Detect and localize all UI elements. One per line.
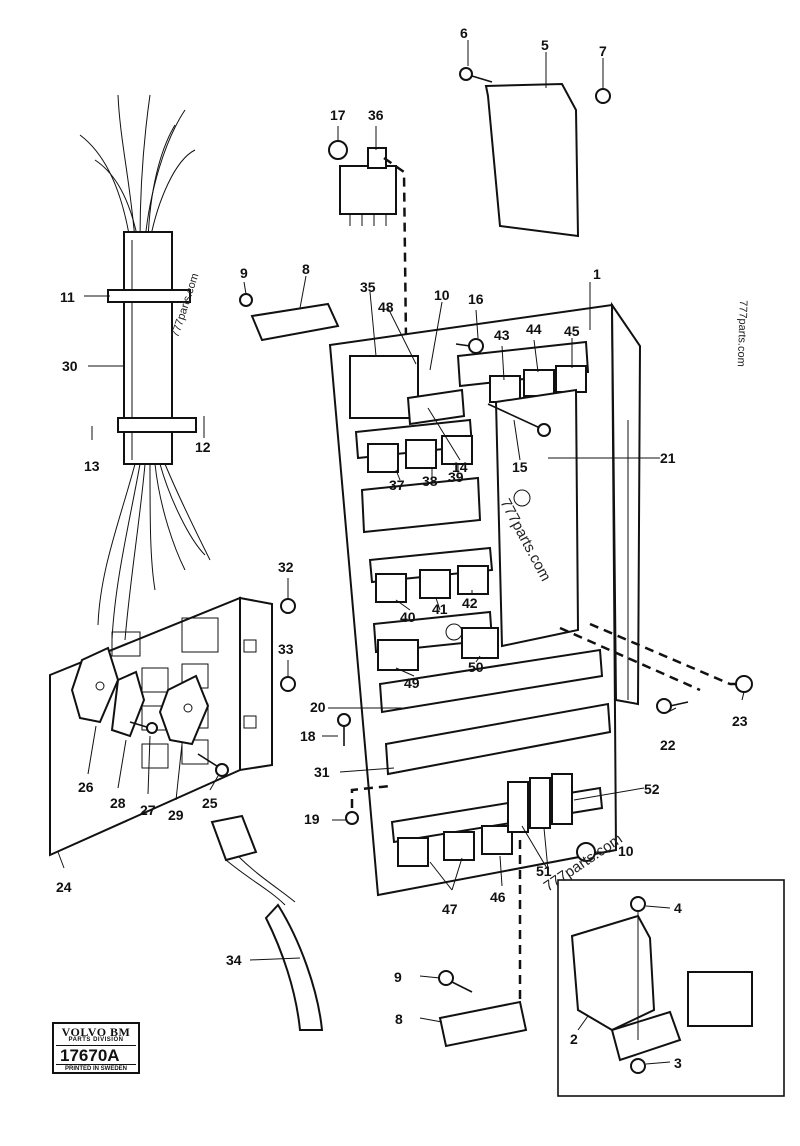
label-44: 44 <box>526 321 542 337</box>
badge-diagram-number: 17670A <box>56 1045 136 1065</box>
wiring-harness-30 <box>79 94 211 641</box>
label-16: 16 <box>468 291 484 307</box>
guide-line-19 <box>350 784 391 808</box>
label-19: 19 <box>304 811 320 827</box>
label-4: 4 <box>674 900 682 916</box>
label-23: 23 <box>732 713 748 729</box>
relay-36 <box>328 140 397 226</box>
label-50: 50 <box>468 659 484 675</box>
label-37: 37 <box>389 477 405 493</box>
label-9-top: 9 <box>240 265 248 281</box>
badge-brand: VOLVO BM <box>61 1025 131 1039</box>
guide-line-23 <box>589 622 744 686</box>
panel-screws <box>337 338 753 862</box>
label-30: 30 <box>62 358 78 374</box>
label-46: 46 <box>490 889 506 905</box>
label-17: 17 <box>330 107 346 123</box>
cover-plate-5 <box>459 67 611 238</box>
label-43: 43 <box>494 327 510 343</box>
strip-8-bottom <box>438 970 528 1048</box>
label-10-bottom: 10 <box>618 843 634 859</box>
label-41: 41 <box>432 601 448 617</box>
label-52: 52 <box>644 781 660 797</box>
label-6: 6 <box>460 25 468 41</box>
badge-division: PARTS DIVISION <box>68 1037 124 1043</box>
label-20: 20 <box>310 699 326 715</box>
plug-cable-34 <box>210 814 324 1031</box>
volvo-bm-badge: VOLVO BM PARTS DIVISION 17670A PRINTED I… <box>52 1022 140 1074</box>
watermark-left: 777parts.com <box>169 272 201 339</box>
label-48: 48 <box>378 299 394 315</box>
screws-left <box>129 598 296 777</box>
watermark-right: 777parts.com <box>735 300 749 367</box>
label-29: 29 <box>168 807 184 823</box>
inset-relay-bracket <box>557 879 785 1097</box>
label-10-top: 10 <box>434 287 450 303</box>
label-28: 28 <box>110 795 126 811</box>
label-34: 34 <box>226 952 242 968</box>
label-33: 33 <box>278 641 294 657</box>
label-22: 22 <box>660 737 676 753</box>
label-25: 25 <box>202 795 218 811</box>
label-3: 3 <box>674 1055 682 1071</box>
label-38: 38 <box>422 473 438 489</box>
label-40: 40 <box>400 609 416 625</box>
label-18: 18 <box>300 728 316 744</box>
label-45: 45 <box>564 323 580 339</box>
label-51: 51 <box>536 863 552 879</box>
label-24: 24 <box>56 879 72 895</box>
label-21: 21 <box>660 450 676 466</box>
label-15: 15 <box>512 459 528 475</box>
label-39: 39 <box>448 469 464 485</box>
label-49: 49 <box>404 675 420 691</box>
label-8-top: 8 <box>302 261 310 277</box>
label-14: 14 <box>452 459 468 475</box>
label-5: 5 <box>541 37 549 53</box>
label-1: 1 <box>593 266 601 282</box>
badge-printed: PRINTED IN SWEDEN <box>64 1066 127 1072</box>
label-42: 42 <box>462 595 478 611</box>
label-9-bottom: 9 <box>394 969 402 985</box>
label-47: 47 <box>442 901 458 917</box>
main-panel-1 <box>328 301 642 897</box>
guide-line-22 <box>559 626 701 692</box>
strip-8-top <box>239 293 340 342</box>
label-8-bottom: 8 <box>395 1011 403 1027</box>
label-27: 27 <box>140 802 156 818</box>
label-36: 36 <box>368 107 384 123</box>
leader-lines <box>57 40 745 1065</box>
relay-36-path <box>383 156 408 341</box>
label-13: 13 <box>84 458 100 474</box>
label-11: 11 <box>60 289 75 305</box>
label-26: 26 <box>78 779 94 795</box>
label-2: 2 <box>570 1031 578 1047</box>
label-12: 12 <box>195 439 211 455</box>
label-35: 35 <box>360 279 376 295</box>
label-7: 7 <box>599 43 607 59</box>
label-31: 31 <box>314 764 330 780</box>
label-32: 32 <box>278 559 294 575</box>
